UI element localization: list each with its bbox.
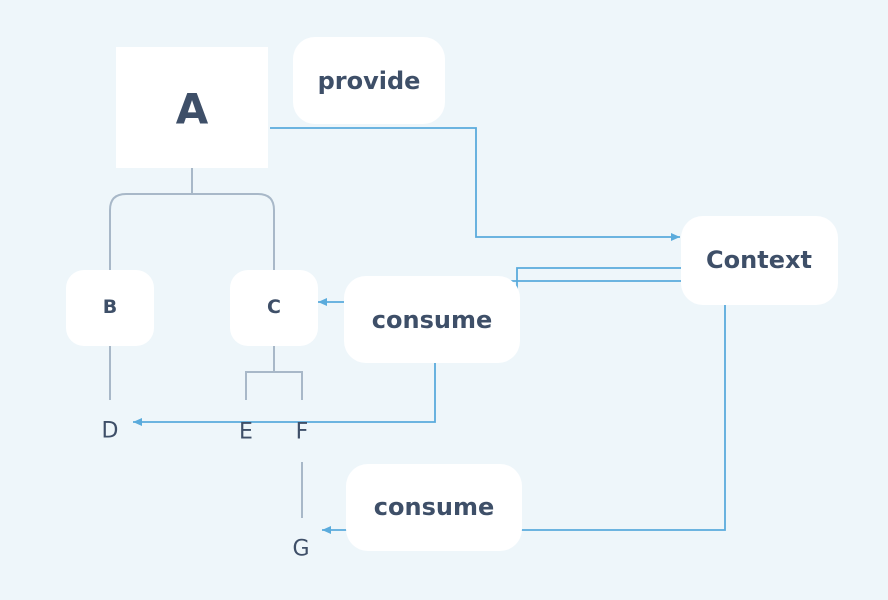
consume-badge-1-label: consume [372,306,492,334]
leaf-node-e: E [239,420,253,445]
provide-badge-label: provide [318,67,421,95]
node-b-shape [66,270,154,346]
context-node: Context [681,216,838,305]
consume-badge-2-label: consume [374,493,494,521]
node-c-label: C [267,296,281,318]
consume-badge-2-shape [346,464,522,551]
connector-a-to-c [192,193,275,270]
provide-arrow [270,127,680,241]
provide-badge: provide [293,37,445,124]
leaf-node-f: F [296,420,309,445]
leaf-node-g: G [292,537,309,562]
leaf-node-d: D [102,419,119,444]
context-node-shape [681,216,838,305]
connector-c-to-ef [245,371,303,400]
tree-connectors [109,168,303,518]
context-node-label: Context [706,246,812,274]
connector-a-to-b [109,193,192,270]
node-b: B [66,270,154,346]
node-c: C [230,270,318,346]
consume-badge-1: consume [344,276,520,363]
node-a-label: A [176,85,209,134]
node-b-label: B [103,296,117,318]
node-c-shape [230,270,318,346]
consume-badge-1-shape [344,276,520,363]
node-a-box [116,47,268,168]
provide-badge-shape [293,37,445,124]
consume-badge-2: consume [346,464,522,551]
node-a: A [116,47,268,168]
